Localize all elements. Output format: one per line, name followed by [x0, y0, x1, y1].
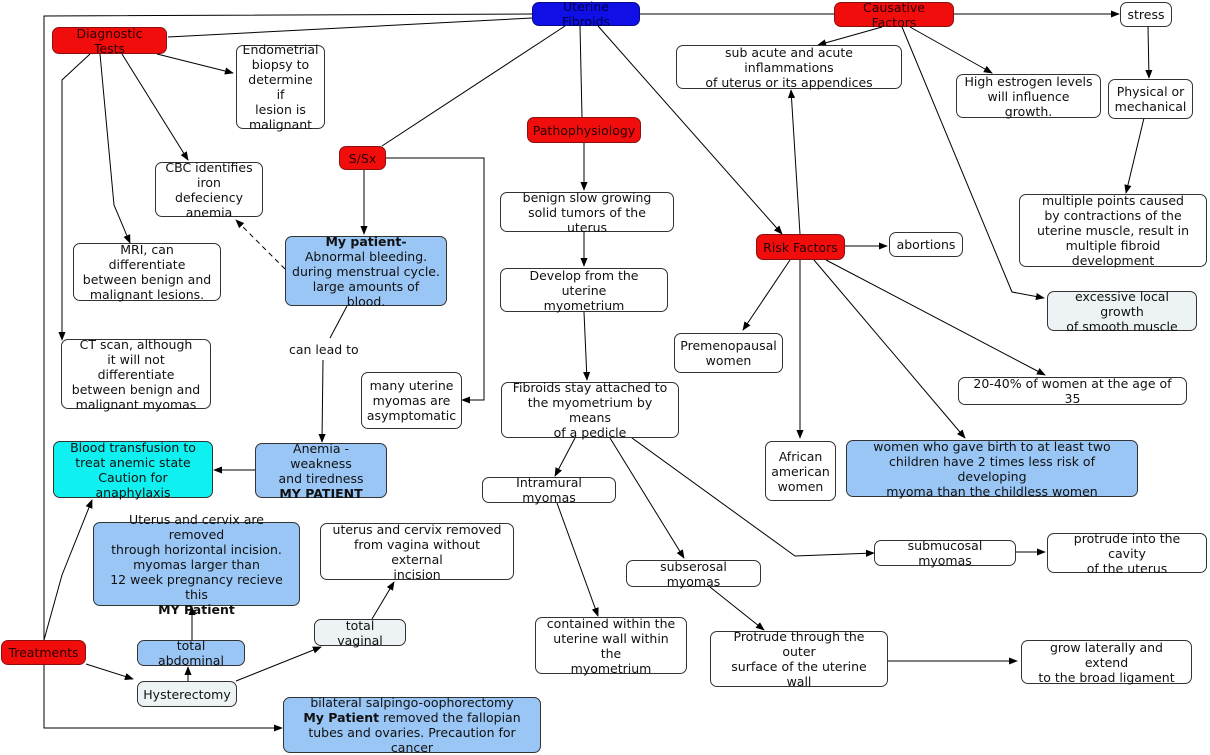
edge-risk-premenopausal [742, 259, 791, 331]
node-hysterectomy[interactable]: Hysterectomy [137, 681, 237, 707]
edge-fibroids-treatments [43, 13, 533, 648]
edge-physical-multiple [1124, 117, 1145, 194]
node-diagnostic-tests[interactable]: Diagnostic Tests [52, 26, 167, 56]
node-submucosal[interactable]: submucosal myomas [874, 538, 1016, 568]
edge-patient-cbc [235, 219, 286, 270]
edge-diag-cbc [121, 53, 189, 161]
edge-risk-gavebirth [813, 259, 966, 439]
node-risk-factors[interactable]: Risk Factors [756, 234, 845, 260]
edge-canlead-anemia [318, 359, 326, 443]
edge-pedicle-subserosal [609, 437, 685, 559]
node-total-vaginal[interactable]: total vaginal [314, 618, 406, 648]
edge-causative-estrogen [909, 26, 993, 74]
edge-diag-ct [58, 53, 91, 341]
edge-fibroids-risk [597, 25, 783, 235]
edge-pedicle-submucosal [631, 437, 875, 557]
edge-develop-pedicle [583, 311, 591, 381]
edge-stress-physical [1145, 26, 1153, 79]
edge-causative-inflammations [817, 26, 883, 47]
edge-ssx-asymptomatic [386, 157, 485, 404]
edge-causative-excessive [901, 26, 1045, 301]
node-subserosal[interactable]: subserosal myomas [626, 559, 761, 589]
node-uterine-fibroids[interactable]: Uterine Fibroids [532, 0, 640, 29]
edge-diag-biopsy [156, 53, 234, 75]
node-my-patient-bleeding[interactable]: My patient-Abnormal bleeding.during mens… [285, 234, 447, 309]
edge-risk-2040 [825, 259, 1046, 376]
node-pathophysiology[interactable]: Pathophysiology [527, 117, 641, 143]
node-ssx[interactable]: S/Sx [339, 146, 386, 170]
edge-fibroids-patho [579, 25, 583, 118]
edge-pedicle-intramural [554, 437, 576, 477]
edge-subserosal-outer [709, 586, 765, 631]
node-stress[interactable]: stress [1120, 2, 1172, 27]
edge-treat-salpingo [43, 665, 283, 732]
edge-patient-canlead [329, 305, 348, 339]
edge-treat-transfusion [43, 499, 93, 641]
edge-fibroids-diagnostic [167, 17, 533, 38]
edge-risk-inflammations [787, 89, 801, 235]
edge-vaginal-desc [371, 581, 395, 620]
node-treatments[interactable]: Treatments [1, 640, 86, 665]
edge-fibroids-ssx [381, 25, 566, 147]
node-causative-factors[interactable]: Causative Factors [834, 0, 954, 30]
node-twenty-forty[interactable]: 20-40% of women at the age of 35 [958, 376, 1187, 406]
edge-hyst-vaginal [235, 646, 322, 682]
edge-treat-hysterectomy [85, 663, 134, 680]
label-can-lead-to: can lead to [287, 342, 361, 357]
edge-diag-mri [99, 53, 131, 244]
node-total-abdominal[interactable]: total abdominal [137, 638, 245, 668]
node-intramural[interactable]: Intramural myomas [482, 475, 616, 505]
node-abortions[interactable]: abortions [889, 232, 963, 257]
edge-intramural-contained [556, 502, 599, 617]
